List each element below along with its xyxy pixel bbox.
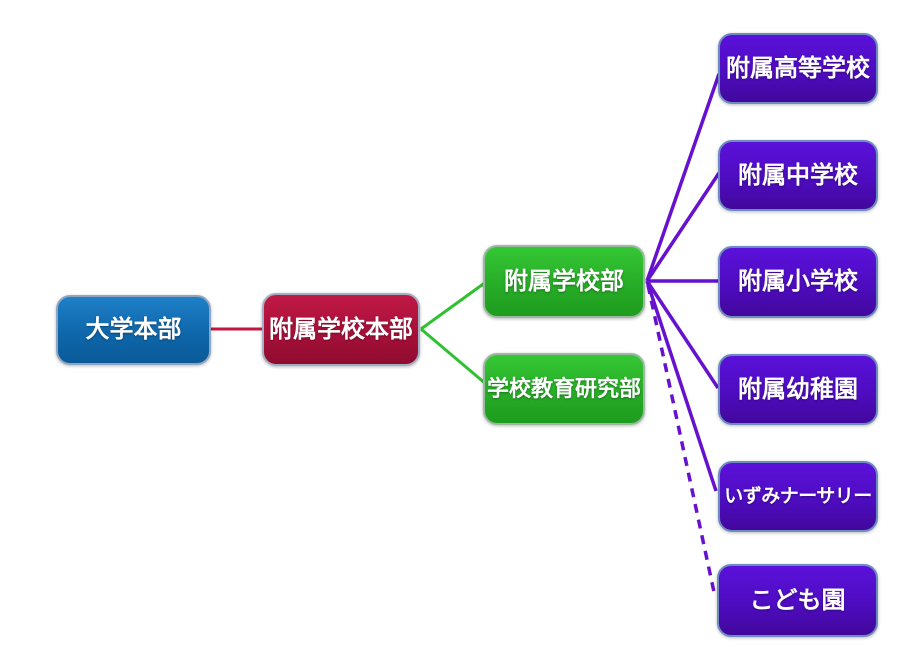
- node-affiliated-schools-hq-label: 附属学校本部: [269, 315, 413, 343]
- edge-dept-to-junior-high: [645, 172, 721, 282]
- edge-hq-to-school-dept: [420, 280, 487, 331]
- node-univ-hq: 大学本部: [56, 295, 211, 365]
- node-attached-high-school-label: 附属高等学校: [726, 54, 870, 82]
- node-attached-kindergarten: 附属幼稚園: [718, 354, 878, 425]
- node-school-education-research-dept: 学校教育研究部: [483, 353, 645, 425]
- node-univ-hq-label: 大学本部: [85, 316, 182, 344]
- edge-hq-to-research-dept: [420, 327, 487, 386]
- node-attached-elementary-school-label: 附属小学校: [738, 268, 858, 296]
- node-affiliated-school-dept: 附属学校部: [483, 245, 645, 318]
- node-izumi-nursery-label: いずみナーサリー: [724, 485, 872, 507]
- node-kodomo-en: こども園: [717, 564, 878, 637]
- node-school-education-research-dept-label: 学校教育研究部: [486, 376, 641, 402]
- node-affiliated-schools-hq: 附属学校本部: [262, 293, 420, 366]
- node-attached-junior-high-school-label: 附属中学校: [738, 161, 858, 189]
- node-attached-kindergarten-label: 附属幼稚園: [738, 375, 858, 403]
- edge-dept-to-high-school: [645, 73, 721, 282]
- node-affiliated-school-dept-label: 附属学校部: [504, 267, 624, 295]
- node-attached-elementary-school: 附属小学校: [718, 246, 878, 318]
- edge-dept-to-izumi-nursery: [645, 280, 718, 492]
- node-izumi-nursery: いずみナーサリー: [718, 461, 878, 532]
- node-kodomo-en-label: こども園: [749, 586, 846, 614]
- edge-dept-to-kindergarten: [645, 280, 720, 389]
- edge-dept-to-kodomo-en-dashed: [646, 284, 716, 593]
- node-attached-junior-high-school: 附属中学校: [718, 140, 878, 211]
- node-attached-high-school: 附属高等学校: [718, 33, 878, 104]
